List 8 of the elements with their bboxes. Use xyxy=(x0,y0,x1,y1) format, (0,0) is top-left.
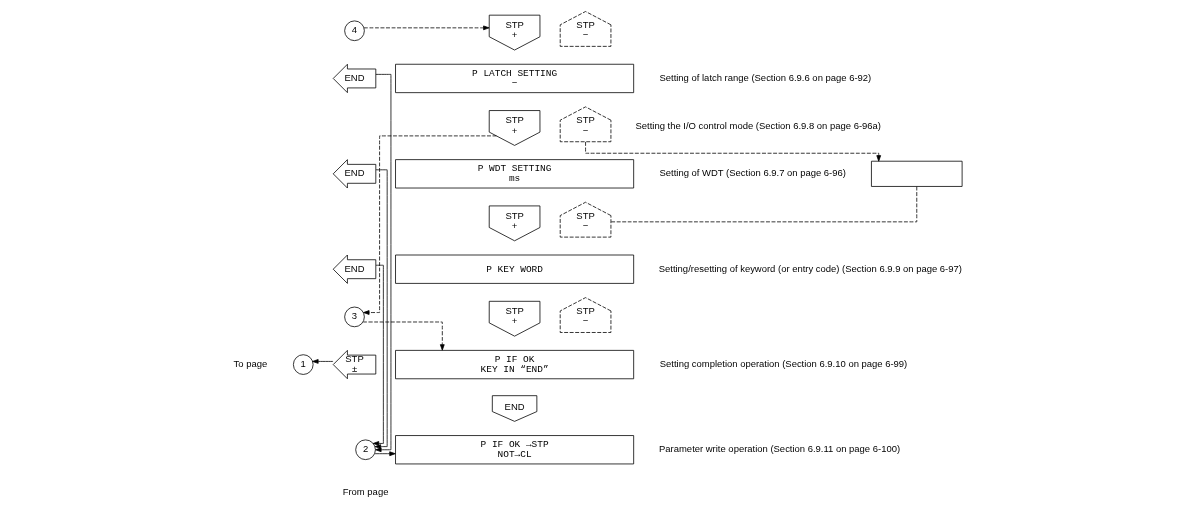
node-label: Setting/resetting of keyword (or entry code) (Section 6.9.9 on page 6-97) xyxy=(658,262,962,274)
node-label: Setting of WDT (Section 6.9.7 on page 6-96) xyxy=(659,167,846,179)
node-label: To page xyxy=(233,358,267,370)
node-label: Setting the I/O control mode (Section 6.9.8 on page 6-96a) xyxy=(635,119,881,131)
node-label: Setting completion operation (Section 6.9.10 on page 6-99) xyxy=(659,358,907,370)
node-label: From page xyxy=(342,485,388,497)
node-label: Parameter write operation (Section 6.9.11 on page 6-100) xyxy=(658,443,900,455)
node-label: Setting of latch range (Section 6.9.6 on page 6-92) xyxy=(658,71,871,83)
